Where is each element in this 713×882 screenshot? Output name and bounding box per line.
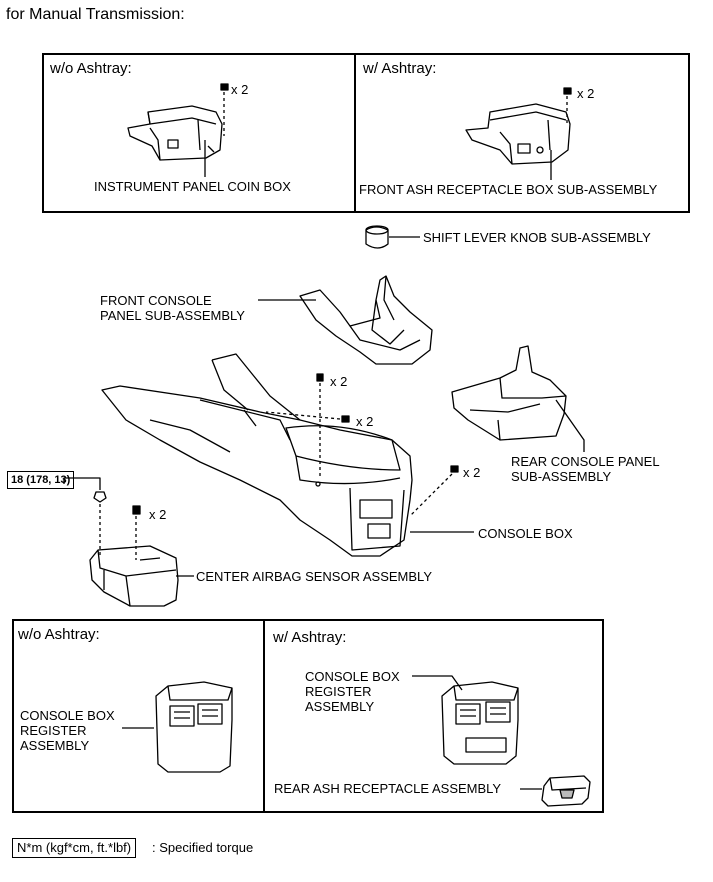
console-box-label: CONSOLE BOX [478,526,573,541]
airbag-sensor-part [89,545,179,607]
register-right-leader [412,675,463,691]
screw-qty-a: x 2 [330,374,348,389]
register-label-left: CONSOLE BOX REGISTER ASSEMBLY [20,708,115,753]
coin-box-screw-qty: x 2 [231,82,249,97]
bottom-panel-divider [263,619,265,813]
register-left-part [155,681,233,773]
console-box-part [101,353,413,557]
shift-knob-label: SHIFT LEVER KNOB SUB-ASSEMBLY [423,230,651,245]
register-right-part [441,681,519,765]
torque-legend-text: : Specified torque [152,840,254,855]
front-ash-screw [563,87,572,124]
bottom-right-title: w/ Ashtray: [273,629,347,646]
front-ash-screw-qty: x 2 [577,86,595,101]
nut-qty-d: x 2 [149,507,167,522]
front-console-panel-part [299,275,433,365]
top-right-title: w/ Ashtray: [363,60,437,77]
coin-box-label: INSTRUMENT PANEL COIN BOX [94,179,291,194]
screw-qty-b: x 2 [356,414,374,429]
register-label-right: CONSOLE BOX REGISTER ASSEMBLY [305,669,400,714]
airbag-sensor-label: CENTER AIRBAG SENSOR ASSEMBLY [196,569,432,584]
rear-ash-label: REAR ASH RECEPTACLE ASSEMBLY [274,781,502,796]
torque-value-box: 18 (178, 13) [7,471,75,489]
coin-box-part [127,105,223,161]
bottom-left-title: w/o Ashtray: [18,626,100,643]
torque-legend-box: N*m (kgf*cm, ft.*lbf) [12,838,137,858]
front-ash-label: FRONT ASH RECEPTACLE BOX SUB-ASSEMBLY [359,182,658,197]
front-console-label: FRONT CONSOLE PANEL SUB-ASSEMBLY [100,293,245,323]
rear-ash-part [541,775,591,807]
top-panel-divider [354,53,356,213]
console-box-screws [265,373,459,517]
bottom-panel-frame [12,619,604,813]
coin-box-screw [220,83,229,136]
rear-console-label: REAR CONSOLE PANEL SUB-ASSEMBLY [511,454,660,484]
top-left-title: w/o Ashtray: [50,60,132,77]
top-panel-frame [42,53,690,213]
rear-console-panel-part [451,345,567,441]
shift-knob-part [365,225,389,249]
airbag-sensor-fasteners [63,477,141,560]
page-title: for Manual Transmission: [6,6,185,23]
screw-qty-c: x 2 [463,465,481,480]
rear-console-leader [555,399,585,452]
front-ash-part [465,103,571,165]
